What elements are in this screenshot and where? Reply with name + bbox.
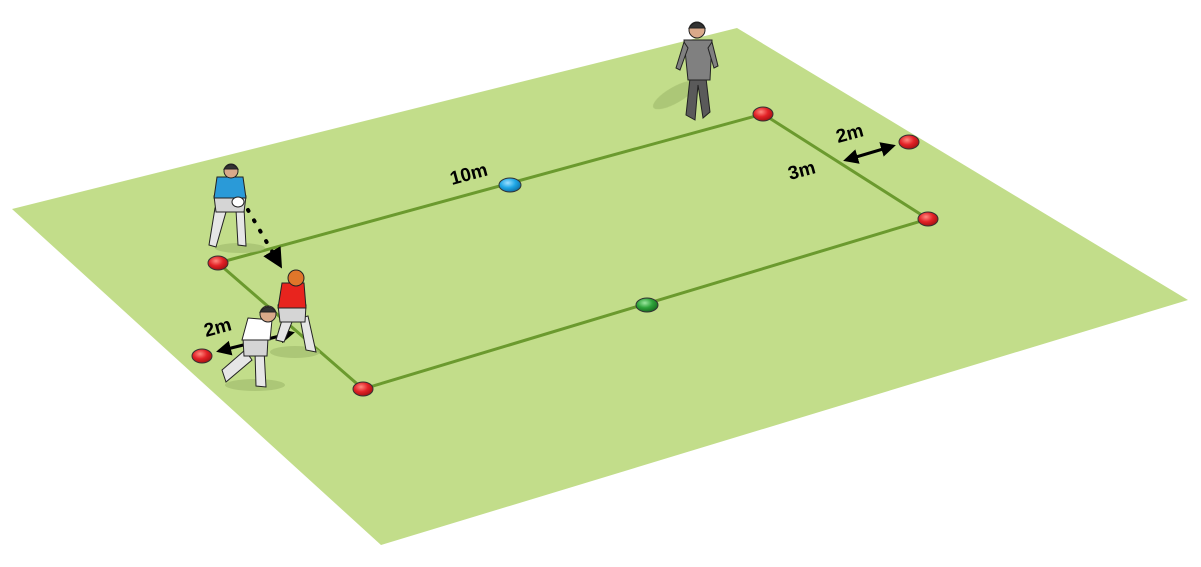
pitch (12, 28, 1188, 545)
coach-player (675, 21, 719, 121)
red-cone (752, 106, 774, 122)
support-player (275, 269, 317, 353)
pass-arrow (246, 208, 283, 269)
red-cone (898, 134, 920, 150)
cones (191, 106, 939, 397)
blue-cone (498, 177, 522, 193)
red-cone (352, 381, 374, 397)
defender-player (221, 305, 278, 388)
red-cone (207, 255, 229, 271)
distance-arrow-right (843, 142, 896, 164)
green-cone (635, 297, 659, 313)
red-cone (917, 211, 939, 227)
ball-carrier-player (208, 163, 247, 248)
red-cone (191, 348, 213, 364)
